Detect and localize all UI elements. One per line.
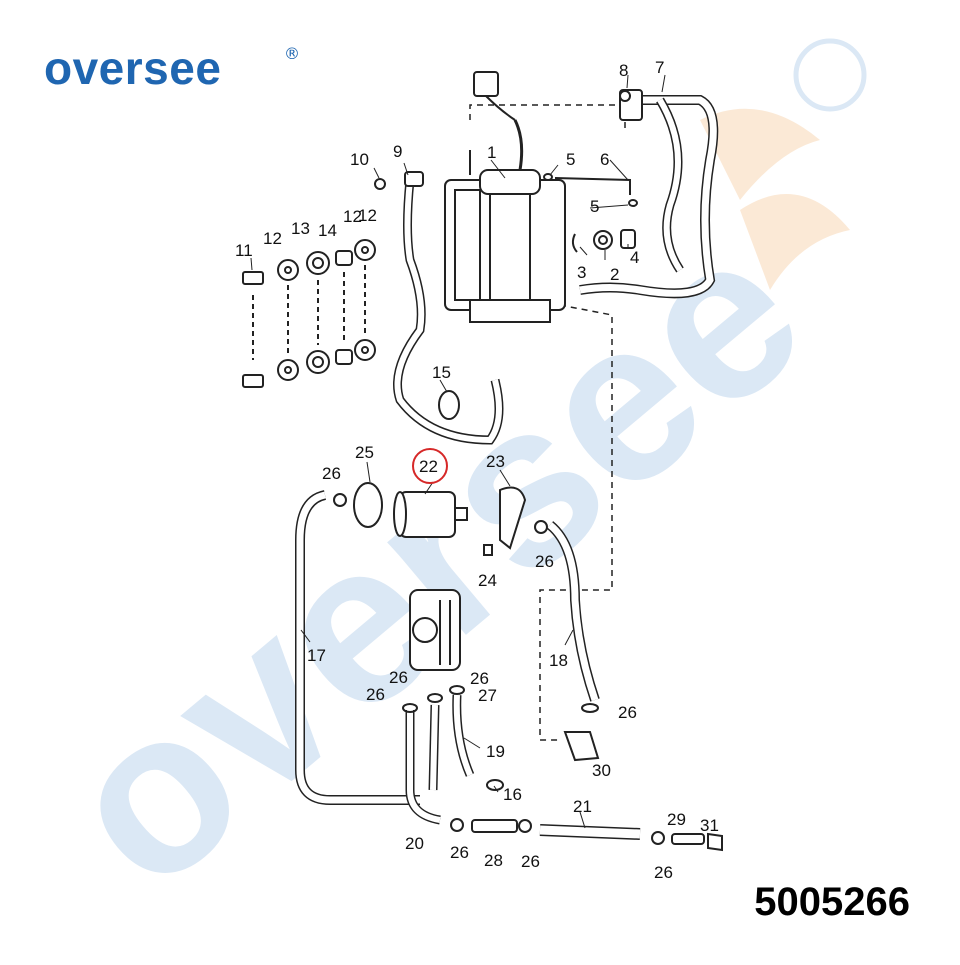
callout-25: 25: [355, 443, 374, 462]
callout-12c: 12: [358, 206, 377, 225]
callout-26b: 26: [535, 552, 554, 571]
callout-27: 27: [478, 686, 497, 705]
callout-26e: 26: [618, 703, 637, 722]
callout-17: 17: [307, 646, 326, 665]
watermark: oversee: [16, 38, 867, 938]
callout-26d: 26: [366, 685, 385, 704]
callout-16: 16: [503, 785, 522, 804]
callout-12b: 12: [343, 207, 362, 226]
callout-23: 23: [486, 452, 505, 471]
callout-21: 21: [573, 797, 592, 816]
callout-26i: 26: [470, 669, 489, 688]
callout-20: 20: [405, 834, 424, 853]
callout-3: 3: [577, 263, 586, 282]
callout-5a: 5: [566, 150, 575, 169]
callout-5b: 5: [590, 197, 599, 216]
line-art: [242, 71, 723, 852]
leader-lines: [250, 74, 666, 829]
brand-name: oversee: [44, 42, 222, 94]
callout-13: 13: [291, 219, 310, 238]
callout-8: 8: [619, 61, 628, 80]
callout-26h: 26: [654, 863, 673, 882]
callout-11: 11: [235, 241, 253, 260]
registered-mark: ®: [284, 44, 300, 63]
callout-26f: 26: [450, 843, 469, 862]
vapor-separator-body: [444, 71, 566, 323]
callout-2: 2: [610, 265, 619, 284]
watermark-text: oversee: [16, 182, 847, 938]
callout-labels: 1 2 3 4 5 5 6 7 8 9 10 11 12 12 12 13 14…: [235, 58, 719, 882]
callout-14: 14: [318, 221, 337, 240]
mount-hardware: [242, 239, 376, 388]
callout-15: 15: [432, 363, 451, 382]
callout-18: 18: [549, 651, 568, 670]
callout-26g: 26: [521, 852, 540, 871]
callout-28: 28: [484, 851, 503, 870]
callout-6: 6: [600, 150, 609, 169]
callout-24: 24: [478, 571, 497, 590]
fuel-filter: [399, 491, 456, 538]
callout-12a: 12: [263, 229, 282, 248]
callout-4: 4: [630, 248, 639, 267]
part-number: 5005266: [754, 880, 910, 924]
callout-31: 31: [700, 816, 719, 835]
callout-9: 9: [393, 142, 402, 161]
callout-7: 7: [655, 58, 664, 77]
callout-30: 30: [592, 761, 611, 780]
callout-26c: 26: [389, 668, 408, 687]
callout-26a: 26: [322, 464, 341, 483]
callout-29: 29: [667, 810, 686, 829]
callout-19: 19: [486, 742, 505, 761]
fuel-pump: [409, 589, 461, 671]
callout-1: 1: [487, 143, 496, 162]
callout-22: 22: [419, 457, 438, 476]
callout-10: 10: [350, 150, 369, 169]
highlight-ring: [412, 448, 448, 484]
